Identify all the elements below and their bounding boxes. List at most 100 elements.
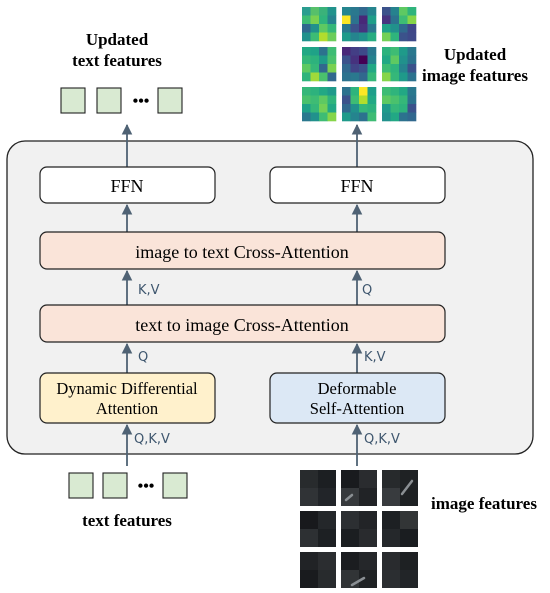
heatmap-cell xyxy=(382,24,391,33)
updated-feature-tile xyxy=(382,7,417,42)
heatmap-cell xyxy=(399,87,408,96)
heatmap-cell xyxy=(342,7,351,16)
heatmap-cell xyxy=(359,47,368,56)
heatmap-cell xyxy=(350,112,360,122)
heatmap-cell xyxy=(399,55,408,65)
texture-patch xyxy=(382,488,400,506)
heatmap-cell xyxy=(319,87,328,96)
texture-patch xyxy=(300,552,318,570)
heatmap-cell xyxy=(382,87,391,96)
heatmap-cell xyxy=(319,104,328,113)
heatmap-cell xyxy=(390,55,400,65)
heatmap-cell xyxy=(407,112,417,122)
heatmap-cell xyxy=(382,72,391,82)
heatmap-cell xyxy=(367,32,377,42)
heatmap-cell xyxy=(327,55,337,65)
heatmap-cell xyxy=(319,15,328,25)
heatmap-cell xyxy=(342,104,351,113)
heatmap-cell xyxy=(302,72,311,82)
heatmap-cell xyxy=(407,55,417,65)
heatmap-cell xyxy=(319,95,328,105)
texture-patch xyxy=(400,488,418,506)
heatmap-cell xyxy=(302,24,311,33)
heatmap-cell xyxy=(350,24,360,33)
heatmap-cell xyxy=(399,7,408,16)
heatmap-cell xyxy=(359,95,368,105)
input-feature-tile xyxy=(300,470,336,506)
heatmap-cell xyxy=(382,64,391,73)
heatmap-cell xyxy=(390,32,400,42)
texture-patch xyxy=(300,470,318,488)
heatmap-cell xyxy=(390,72,400,82)
updated-text-label-line1: Updated xyxy=(86,30,149,49)
texture-patch xyxy=(300,570,318,588)
heatmap-cell xyxy=(407,87,417,96)
heatmap-cell xyxy=(327,32,337,42)
heatmap-cell xyxy=(407,104,417,113)
texture-patch xyxy=(400,511,418,529)
updated-image-label-line1: Updated xyxy=(444,45,507,64)
heatmap-cell xyxy=(350,72,360,82)
heatmap-cell xyxy=(327,64,337,73)
heatmap-cell xyxy=(382,104,391,113)
kv-label-right-lower: K,V xyxy=(364,350,386,365)
text-token xyxy=(162,472,188,499)
heatmap-cell xyxy=(342,87,351,96)
heatmap-cell xyxy=(327,87,337,96)
heatmap-cell xyxy=(390,64,400,73)
heatmap-cell xyxy=(367,87,377,96)
updated-text-token xyxy=(96,87,122,114)
texture-patch xyxy=(300,511,318,529)
texture-patch xyxy=(400,470,418,488)
texture-patch xyxy=(382,570,400,588)
heatmap-cell xyxy=(359,87,368,96)
heatmap-cell xyxy=(350,55,360,65)
heatmap-cell xyxy=(359,64,368,73)
input-feature-tile xyxy=(300,511,336,547)
input-feature-tile xyxy=(382,470,418,506)
heatmap-cell xyxy=(310,95,320,105)
heatmap-cell xyxy=(399,24,408,33)
heatmap-cell xyxy=(327,104,337,113)
heatmap-cell xyxy=(327,24,337,33)
kv-label-left-upper: K,V xyxy=(138,283,160,298)
heatmap-cell xyxy=(310,55,320,65)
updated-feature-tile xyxy=(382,87,417,122)
heatmap-cell xyxy=(342,95,351,105)
heatmap-cell xyxy=(302,87,311,96)
heatmap-cell xyxy=(407,47,417,56)
heatmap-cell xyxy=(382,32,391,42)
heatmap-cell xyxy=(359,24,368,33)
text-token xyxy=(102,472,128,499)
heatmap-cell xyxy=(350,47,360,56)
heatmap-cell xyxy=(319,72,328,82)
heatmap-cell xyxy=(302,64,311,73)
texture-patch xyxy=(318,552,336,570)
heatmap-cell xyxy=(399,95,408,105)
heatmap-cell xyxy=(310,32,320,42)
heatmap-cell xyxy=(310,112,320,122)
heatmap-cell xyxy=(390,112,400,122)
updated-feature-tile xyxy=(302,47,337,82)
texture-patch xyxy=(359,570,377,588)
heatmap-cell xyxy=(342,24,351,33)
heatmap-cell xyxy=(359,72,368,82)
heatmap-cell xyxy=(302,15,311,25)
texture-patch xyxy=(341,552,359,570)
text-to-image-cross-attention-box xyxy=(39,304,446,343)
heatmap-cell xyxy=(310,7,320,16)
heatmap-cell xyxy=(382,47,391,56)
dynamic-differential-attention-box xyxy=(39,372,216,424)
updated-image-feature-grid xyxy=(302,7,417,122)
qkv-label-left: Q,K,V xyxy=(134,432,170,447)
heatmap-cell xyxy=(302,95,311,105)
heatmap-cell xyxy=(327,95,337,105)
heatmap-cell xyxy=(407,64,417,73)
heatmap-cell xyxy=(327,72,337,82)
texture-patch xyxy=(382,529,400,547)
object-streak xyxy=(400,479,414,496)
heatmap-cell xyxy=(367,104,377,113)
heatmap-cell xyxy=(319,64,328,73)
texture-patch xyxy=(300,488,318,506)
heatmap-cell xyxy=(390,47,400,56)
